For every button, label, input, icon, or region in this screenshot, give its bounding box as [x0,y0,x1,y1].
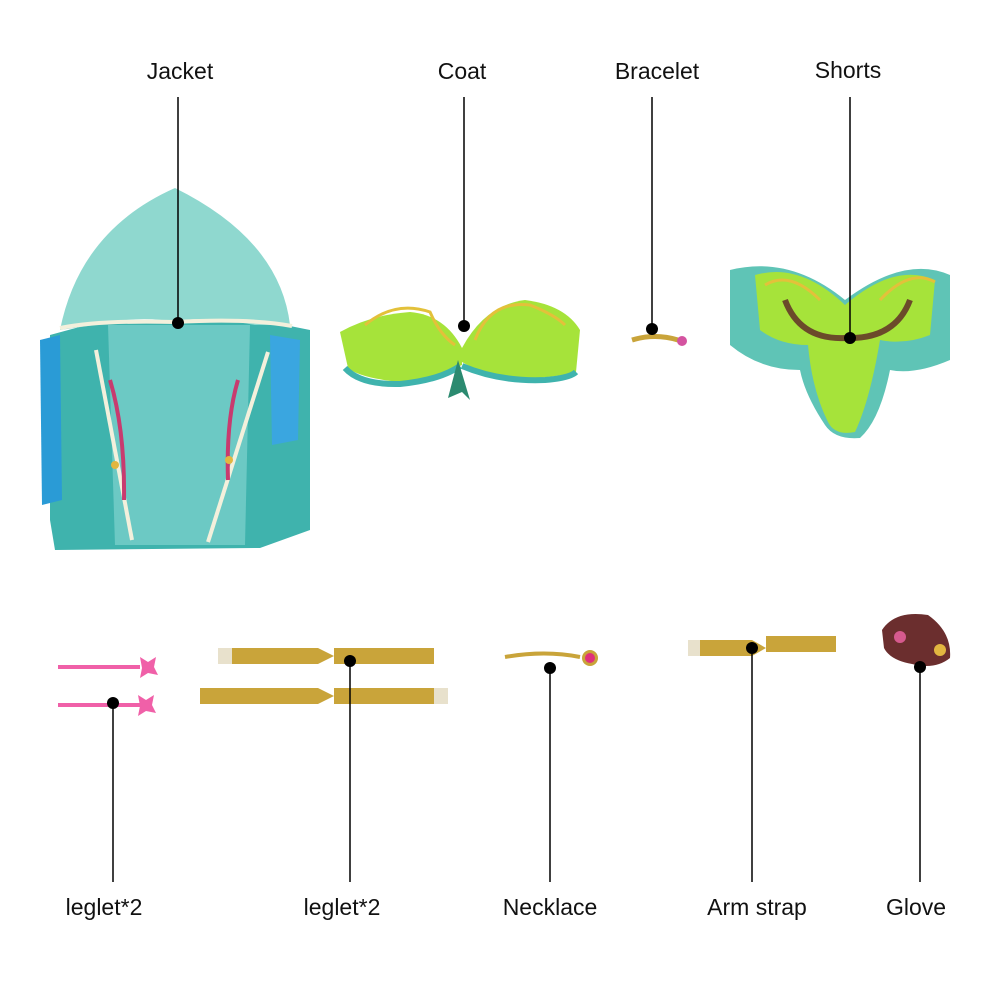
bracelet-label: Bracelet [614,58,700,84]
jacket-image [40,188,310,550]
arm-strap-label: Arm strap [707,894,807,920]
leglet-gold-image [200,648,448,704]
glove-label: Glove [885,894,947,920]
jacket-label: Jacket [146,58,214,84]
bracelet-image [631,334,687,346]
coat-image [340,300,580,400]
coat-label: Coat [437,58,487,84]
necklace-image [504,650,598,666]
leglet-pink-image [58,657,158,716]
leglet-gold-label: leglet*2 [303,894,381,920]
necklace-label: Necklace [502,894,598,920]
leglet-pink-label: leglet*2 [65,894,143,920]
arm-strap-image [688,636,836,656]
glove-image [882,614,951,666]
shorts-image [730,266,950,439]
shorts-label: Shorts [814,57,882,83]
